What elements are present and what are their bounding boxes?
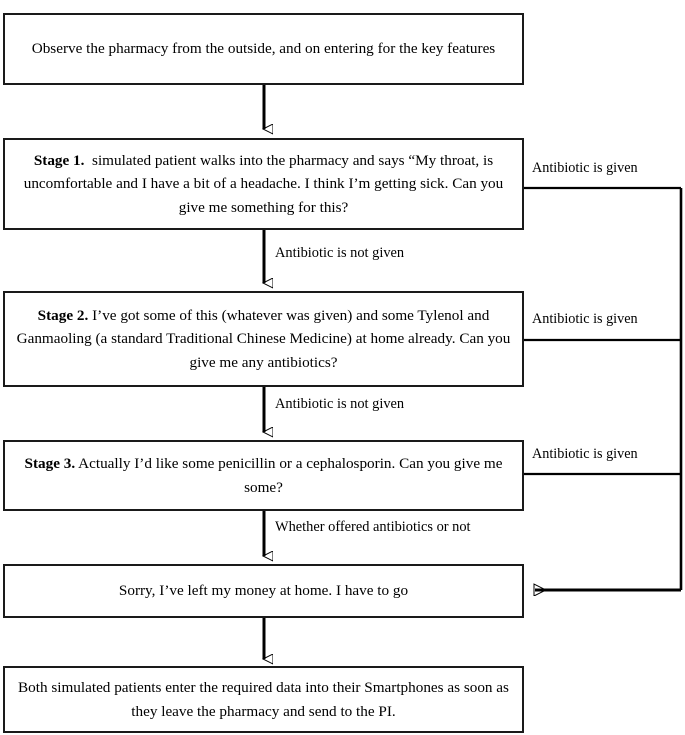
edge-label-stage1-given: Antibiotic is given bbox=[532, 160, 638, 176]
node-stage1-body: simulated patient walks into the pharmac… bbox=[23, 152, 504, 216]
node-observe: Observe the pharmacy from the outside, a… bbox=[3, 13, 524, 85]
node-stage3: Stage 3. Actually I’d like some penicill… bbox=[3, 440, 524, 511]
node-stage2: Stage 2. I’ve got some of this (whatever… bbox=[3, 291, 524, 387]
node-stage2-text: Stage 2. I’ve got some of this (whatever… bbox=[15, 304, 512, 373]
edge-label-whether-offered: Whether offered antibiotics or not bbox=[275, 519, 471, 535]
node-stage3-label: Stage 3. bbox=[24, 455, 76, 473]
node-report-text: Both simulated patients enter the requir… bbox=[18, 679, 509, 720]
node-stage2-label: Stage 2. bbox=[37, 307, 89, 325]
node-stage3-body: Actually I’d like some penicillin or a c… bbox=[78, 455, 503, 496]
node-report: Both simulated patients enter the requir… bbox=[3, 666, 524, 733]
node-exit: Sorry, I’ve left my money at home. I hav… bbox=[3, 564, 524, 618]
node-stage2-body: I’ve got some of this (whatever was give… bbox=[16, 307, 511, 371]
edge-label-stage2-given: Antibiotic is given bbox=[532, 311, 638, 327]
node-observe-text: Observe the pharmacy from the outside, a… bbox=[31, 40, 496, 58]
edge-label-stage3-given: Antibiotic is given bbox=[532, 446, 638, 462]
edge-label-stage2-not-given: Antibiotic is not given bbox=[275, 396, 405, 412]
node-exit-text: Sorry, I’ve left my money at home. I hav… bbox=[118, 582, 409, 600]
edge-label-stage1-not-given: Antibiotic is not given bbox=[275, 245, 405, 261]
node-stage1-label: Stage 1. bbox=[33, 152, 85, 170]
node-stage1-text: Stage 1. simulated patient walks into th… bbox=[15, 149, 512, 218]
node-stage3-text: Stage 3. Actually I’d like some penicill… bbox=[15, 452, 512, 498]
node-stage1: Stage 1. simulated patient walks into th… bbox=[3, 138, 524, 230]
